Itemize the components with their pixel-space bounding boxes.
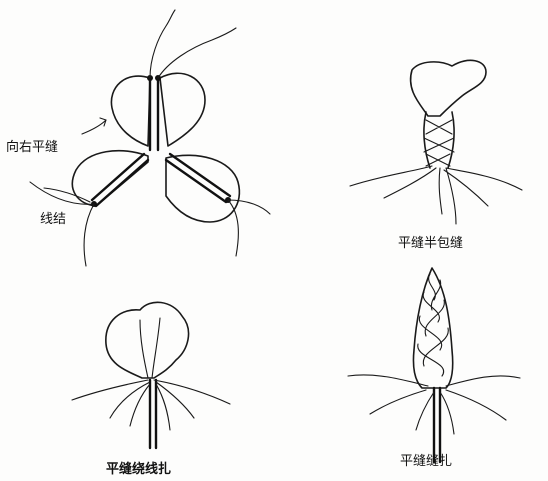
hw-crisscross [424,120,454,166]
petal-top [111,76,150,146]
thread-top-1 [150,10,175,78]
thread-left-2 [30,182,94,204]
wt-stem [150,380,156,448]
hw-flower-head [411,60,486,116]
stitch-right-1 [166,160,226,202]
thread-top-2 [158,28,236,78]
stitch-right-2 [170,154,230,196]
stitch-left-1 [96,160,148,206]
label-wrap-tie: 平缝绕线扎 [106,458,171,477]
petal-lower-right [166,155,239,222]
label-right-flat-knot: 向右平缝 [6,136,58,155]
thread-left-1 [84,204,94,266]
pointer-arrow [82,120,106,134]
label-line-knot: 线结 [40,208,66,227]
ft-braid [418,274,449,376]
label-half-wrap: 平缝半包缝 [398,232,463,251]
petal-top-right [160,73,205,146]
label-flat-tie: 平缝缝扎 [400,450,452,469]
stitch-left-2 [92,154,144,200]
hw-spread-threads [350,166,522,224]
wt-inner-lines [140,318,160,378]
wt-flower-head [106,302,189,378]
thread-right-1 [228,200,238,256]
ft-spike-outline [413,268,452,388]
